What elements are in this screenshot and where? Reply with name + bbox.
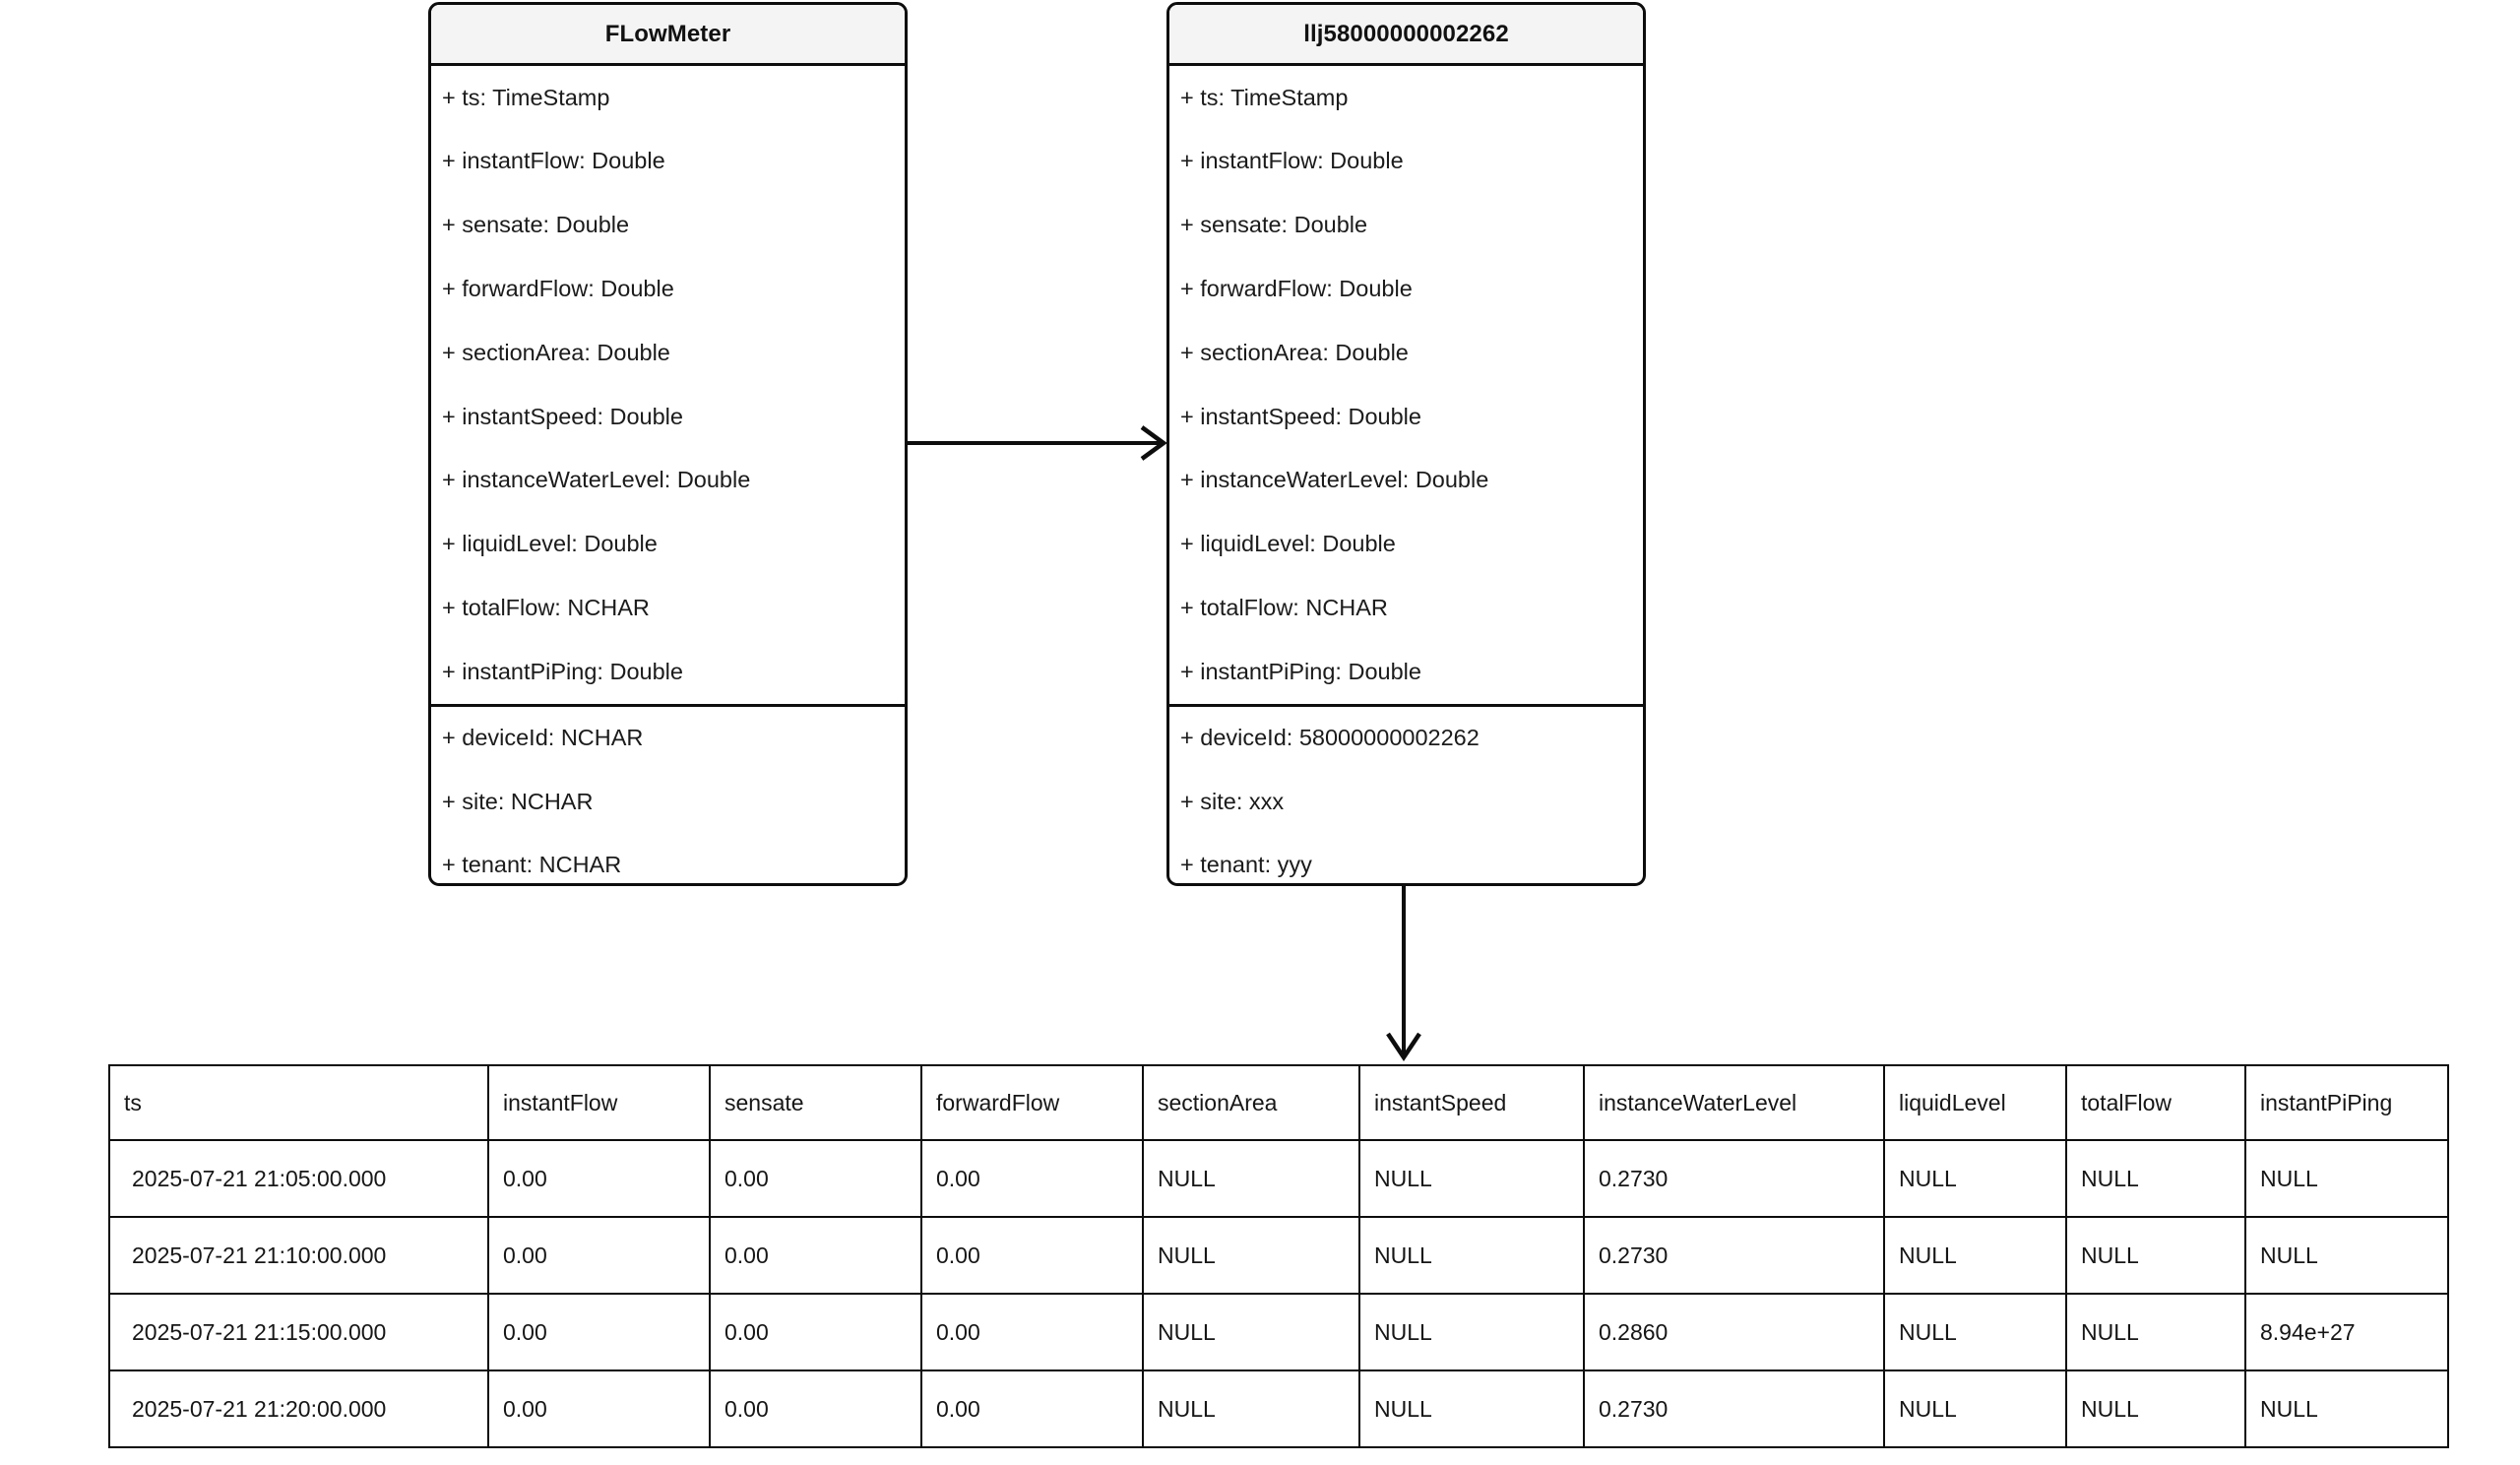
attribute-row: + ts: TimeStamp	[1180, 84, 1349, 110]
cell-instancewaterlevel: 0.2860	[1583, 1293, 1885, 1371]
cell-ts: 2025-07-21 21:20:00.000	[108, 1369, 489, 1448]
attribute-row: + instantSpeed: Double	[442, 403, 683, 429]
attribute-row: + ts: TimeStamp	[442, 84, 610, 110]
attribute-row: + instantFlow: Double	[442, 148, 665, 174]
attribute-row: + sectionArea: Double	[1180, 339, 1409, 365]
column-header-instantflow[interactable]: instantFlow	[487, 1064, 711, 1141]
cell-instantpiping: NULL	[2244, 1369, 2449, 1448]
table-row: 2025-07-21 21:05:00.000 0.00 0.00 0.00 N…	[108, 1139, 2449, 1218]
attribute-row: + tenant: NCHAR	[442, 851, 622, 877]
cell-liquidlevel: NULL	[1883, 1216, 2067, 1295]
column-header-ts[interactable]: ts	[108, 1064, 489, 1141]
column-header-forwardflow[interactable]: forwardFlow	[920, 1064, 1144, 1141]
attribute-row: + sectionArea: Double	[442, 339, 670, 365]
cell-forwardflow: 0.00	[920, 1369, 1144, 1448]
attribute-row: + totalFlow: NCHAR	[442, 595, 650, 621]
class-tags-device: + deviceId: 58000000002262 + site: xxx +…	[1169, 703, 1643, 883]
attribute-row: + liquidLevel: Double	[442, 531, 658, 557]
attribute-row: + site: xxx	[1180, 788, 1285, 814]
query-result-table: ts instantFlow sensate forwardFlow secti…	[108, 1064, 2449, 1448]
attribute-row: + instantPiPing: Double	[1180, 658, 1421, 684]
attribute-row: + deviceId: NCHAR	[442, 725, 644, 751]
cell-sensate: 0.00	[709, 1139, 922, 1218]
table-row: 2025-07-21 21:15:00.000 0.00 0.00 0.00 N…	[108, 1293, 2449, 1371]
cell-sensate: 0.00	[709, 1293, 922, 1371]
attribute-row: + forwardFlow: Double	[442, 276, 674, 302]
uml-class-flowmeter: FLowMeter + ts: TimeStamp + instantFlow:…	[428, 2, 908, 886]
cell-instantspeed: NULL	[1358, 1293, 1585, 1371]
class-columns-flowmeter: + ts: TimeStamp + instantFlow: Double + …	[431, 66, 905, 704]
cell-totalflow: NULL	[2065, 1139, 2246, 1218]
uml-class-device-subtable: llj58000000002262 + ts: TimeStamp + inst…	[1166, 2, 1646, 886]
cell-sensate: 0.00	[709, 1369, 922, 1448]
attribute-row: + sensate: Double	[1180, 212, 1368, 238]
attribute-row: + totalFlow: NCHAR	[1180, 595, 1388, 621]
cell-instantflow: 0.00	[487, 1293, 711, 1371]
cell-liquidlevel: NULL	[1883, 1139, 2067, 1218]
class-title-flowmeter: FLowMeter	[431, 5, 905, 66]
cell-instantspeed: NULL	[1358, 1139, 1585, 1218]
column-header-instantspeed[interactable]: instantSpeed	[1358, 1064, 1585, 1141]
attribute-row: + instanceWaterLevel: Double	[442, 467, 751, 493]
attribute-row: + sensate: Double	[442, 212, 630, 238]
cell-instancewaterlevel: 0.2730	[1583, 1216, 1885, 1295]
cell-instantspeed: NULL	[1358, 1216, 1585, 1295]
class-tags-flowmeter: + deviceId: NCHAR + site: NCHAR + tenant…	[431, 703, 905, 883]
cell-instantspeed: NULL	[1358, 1369, 1585, 1448]
cell-ts: 2025-07-21 21:05:00.000	[108, 1139, 489, 1218]
attribute-row: + deviceId: 58000000002262	[1180, 725, 1480, 751]
cell-instantflow: 0.00	[487, 1369, 711, 1448]
cell-ts: 2025-07-21 21:10:00.000	[108, 1216, 489, 1295]
cell-sensate: 0.00	[709, 1216, 922, 1295]
class-title-device: llj58000000002262	[1169, 5, 1643, 66]
column-header-instancewaterlevel[interactable]: instanceWaterLevel	[1583, 1064, 1885, 1141]
table-header-row: ts instantFlow sensate forwardFlow secti…	[108, 1064, 2449, 1141]
attribute-row: + instantPiPing: Double	[442, 658, 683, 684]
cell-instantflow: 0.00	[487, 1216, 711, 1295]
cell-forwardflow: 0.00	[920, 1139, 1144, 1218]
attribute-row: + instanceWaterLevel: Double	[1180, 467, 1489, 493]
column-header-instantpiping[interactable]: instantPiPing	[2244, 1064, 2449, 1141]
attribute-row: + instantFlow: Double	[1180, 148, 1404, 174]
column-header-liquidlevel[interactable]: liquidLevel	[1883, 1064, 2067, 1141]
cell-instantpiping: NULL	[2244, 1216, 2449, 1295]
table-row: 2025-07-21 21:20:00.000 0.00 0.00 0.00 N…	[108, 1369, 2449, 1448]
cell-instancewaterlevel: 0.2730	[1583, 1369, 1885, 1448]
column-header-sensate[interactable]: sensate	[709, 1064, 922, 1141]
attribute-row: + forwardFlow: Double	[1180, 276, 1413, 302]
cell-sectionarea: NULL	[1142, 1216, 1360, 1295]
cell-instantpiping: 8.94e+27	[2244, 1293, 2449, 1371]
attribute-row: + tenant: yyy	[1180, 851, 1312, 877]
cell-totalflow: NULL	[2065, 1369, 2246, 1448]
attribute-row: + instantSpeed: Double	[1180, 403, 1421, 429]
cell-ts: 2025-07-21 21:15:00.000	[108, 1293, 489, 1371]
class-columns-device: + ts: TimeStamp + instantFlow: Double + …	[1169, 66, 1643, 704]
cell-sectionarea: NULL	[1142, 1139, 1360, 1218]
column-header-totalflow[interactable]: totalFlow	[2065, 1064, 2246, 1141]
cell-instancewaterlevel: 0.2730	[1583, 1139, 1885, 1218]
cell-forwardflow: 0.00	[920, 1293, 1144, 1371]
table-row: 2025-07-21 21:10:00.000 0.00 0.00 0.00 N…	[108, 1216, 2449, 1295]
cell-liquidlevel: NULL	[1883, 1293, 2067, 1371]
cell-instantflow: 0.00	[487, 1139, 711, 1218]
cell-totalflow: NULL	[2065, 1293, 2246, 1371]
cell-totalflow: NULL	[2065, 1216, 2246, 1295]
column-header-sectionarea[interactable]: sectionArea	[1142, 1064, 1360, 1141]
cell-sectionarea: NULL	[1142, 1293, 1360, 1371]
arrow-down-icon	[1386, 884, 1421, 1062]
cell-forwardflow: 0.00	[920, 1216, 1144, 1295]
arrow-right-icon	[906, 425, 1167, 461]
attribute-row: + liquidLevel: Double	[1180, 531, 1396, 557]
cell-instantpiping: NULL	[2244, 1139, 2449, 1218]
attribute-row: + site: NCHAR	[442, 788, 594, 814]
cell-liquidlevel: NULL	[1883, 1369, 2067, 1448]
cell-sectionarea: NULL	[1142, 1369, 1360, 1448]
